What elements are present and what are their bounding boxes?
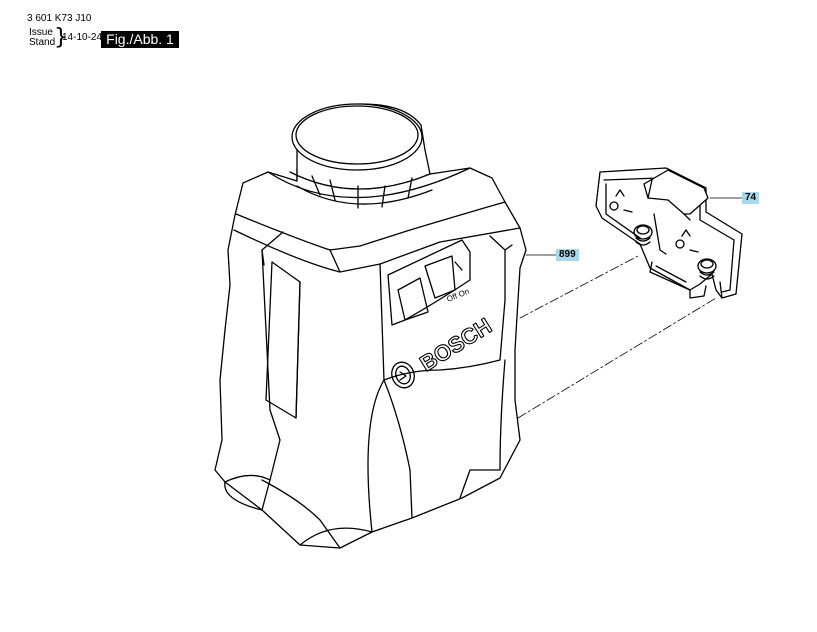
spring-right xyxy=(697,258,717,280)
figure-label: Fig./Abb. 1 xyxy=(101,31,179,48)
issue-stand-label: Issue Stand xyxy=(29,28,55,48)
callout-74: 74 xyxy=(742,192,760,204)
brace-glyph: } xyxy=(54,25,68,50)
callout-899: 899 xyxy=(556,249,579,261)
holder-clip xyxy=(595,167,743,299)
assembly-leader-lines xyxy=(517,255,717,419)
part-number: 3 601 K73 J10 xyxy=(27,13,92,24)
stand-label: Stand xyxy=(29,37,56,48)
issue-date: 14-10-24 xyxy=(62,32,103,43)
laser-level-body xyxy=(214,103,527,549)
callout-leaders xyxy=(525,197,743,256)
spring-left xyxy=(633,224,653,246)
issue-label: Issue xyxy=(29,27,53,38)
